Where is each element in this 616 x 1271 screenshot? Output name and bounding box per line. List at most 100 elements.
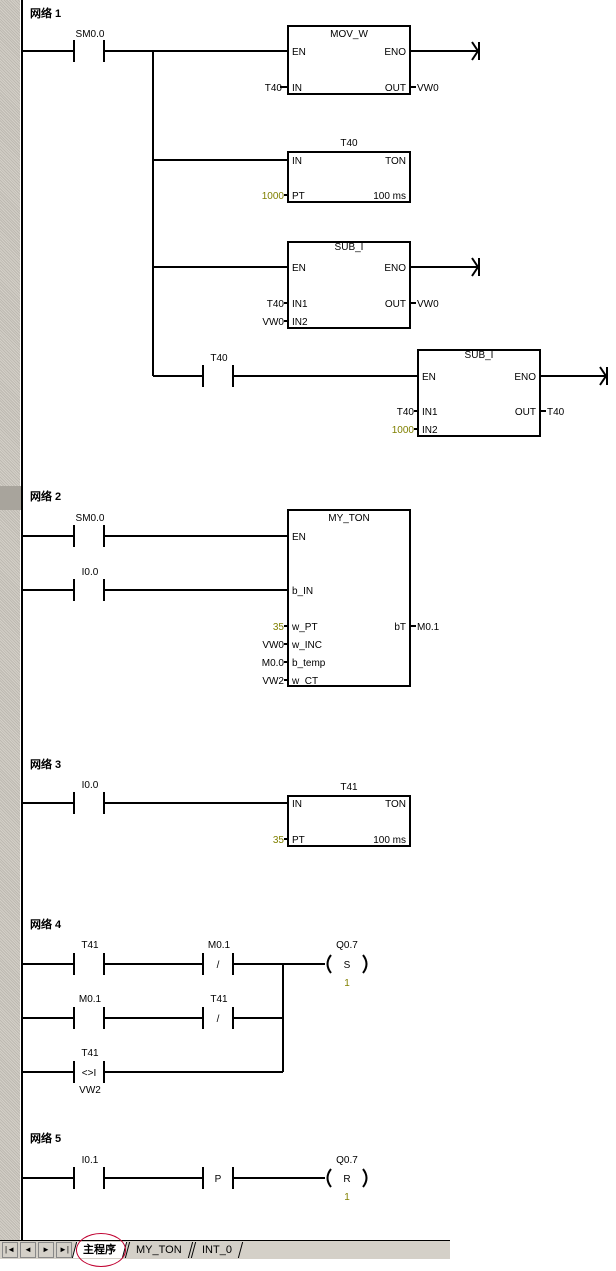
no-contact[interactable] (73, 1167, 105, 1189)
contact-label: I0.0 (82, 567, 99, 578)
network-4-title[interactable]: 网络 4 (30, 917, 62, 931)
next-tab-button[interactable]: ► (38, 1242, 54, 1258)
no-contact[interactable] (73, 579, 105, 601)
operand[interactable]: M0.0 (262, 658, 285, 669)
pin-b-temp: b_temp (292, 658, 326, 669)
contact-label: T40 (210, 353, 228, 364)
operand[interactable]: T40 (397, 407, 415, 418)
coil-label: Q0.7 (336, 1155, 358, 1166)
nc-contact[interactable]: / (202, 1007, 234, 1029)
sub-i-box[interactable]: SUB_I EN ENO IN1 IN2 OUT (417, 349, 541, 437)
timer-label[interactable]: T40 (340, 138, 358, 149)
operand[interactable]: VW0 (417, 299, 439, 310)
operand[interactable]: T40 (265, 83, 283, 94)
contact-label: SM0.0 (76, 513, 105, 524)
first-tab-button[interactable]: |◄ (2, 1242, 18, 1258)
tab-label: INT_0 (201, 1244, 232, 1256)
operand[interactable]: 35 (273, 622, 285, 633)
sub-i-box[interactable]: SUB_I EN ENO IN1 IN2 OUT (287, 241, 411, 329)
tab-int-0[interactable]: INT_0 (190, 1242, 243, 1258)
pin-in: IN (292, 156, 302, 167)
no-contact[interactable] (73, 525, 105, 547)
operand[interactable]: T40 (267, 299, 285, 310)
coil-count[interactable]: 1 (344, 1192, 350, 1203)
tab-label: MY_TON (136, 1244, 182, 1256)
compare-op: <>I (82, 1068, 96, 1079)
pin-in1: IN1 (422, 407, 438, 418)
coil-label: Q0.7 (336, 940, 358, 951)
reset-coil[interactable]: R (326, 1168, 368, 1188)
selected-network-marker (0, 486, 22, 510)
my-ton-box[interactable]: MY_TON EN b_IN w_PT w_INC b_temp w_CT bT (287, 509, 411, 687)
network-1-title[interactable]: 网络 1 (30, 6, 61, 20)
operand[interactable]: VW0 (262, 317, 284, 328)
box-type: TON (385, 799, 406, 810)
contact-label: T41 (81, 940, 99, 951)
last-tab-button[interactable]: ►| (56, 1242, 72, 1258)
pin-b-in: b_IN (292, 586, 313, 597)
prev-tab-button[interactable]: ◄ (20, 1242, 36, 1258)
network-5-title[interactable]: 网络 5 (30, 1131, 61, 1145)
no-contact[interactable] (73, 792, 105, 814)
wire (280, 41, 480, 88)
wire (22, 50, 418, 377)
contact-label: I0.0 (82, 780, 99, 791)
operand[interactable]: VW0 (417, 83, 439, 94)
tab-main-program[interactable]: 主程序 (71, 1242, 128, 1258)
network-2-title[interactable]: 网络 2 (30, 489, 61, 503)
box-title: MY_TON (328, 513, 370, 524)
nc-slash: / (217, 960, 220, 971)
operand[interactable]: M0.1 (417, 622, 440, 633)
network-3-title[interactable]: 网络 3 (30, 757, 61, 771)
pin-en: EN (292, 532, 306, 543)
mov-w-box[interactable]: MOV_W EN ENO IN OUT (287, 25, 411, 95)
operand[interactable]: 35 (273, 835, 285, 846)
pin-out: OUT (385, 83, 406, 94)
pin-pt: PT (292, 835, 305, 846)
set-coil[interactable]: S (326, 954, 368, 974)
coil-op: R (343, 1174, 350, 1185)
box-title: MOV_W (330, 29, 368, 40)
contact-label: I0.1 (82, 1155, 99, 1166)
pin-pt: PT (292, 191, 305, 202)
no-contact[interactable] (73, 953, 105, 975)
wire (22, 963, 325, 1073)
box-title: SUB_I (335, 242, 364, 253)
pin-eno: ENO (384, 47, 406, 58)
timer-label[interactable]: T41 (340, 782, 358, 793)
pin-in: IN (292, 799, 302, 810)
pin-en: EN (422, 372, 436, 383)
contact-label: T41 (81, 1048, 99, 1059)
pin-eno: ENO (384, 263, 406, 274)
operand[interactable]: 1000 (262, 191, 285, 202)
ton-box[interactable]: IN TON PT 100 ms (287, 151, 411, 203)
wire (22, 535, 416, 681)
ton-box[interactable]: IN TON PT 100 ms (287, 795, 411, 847)
pin-bt: bT (394, 622, 406, 633)
pin-w-ct: w_CT (291, 676, 318, 687)
nc-contact[interactable]: / (202, 953, 234, 975)
pin-out: OUT (515, 407, 536, 418)
no-contact[interactable] (73, 1007, 105, 1029)
operand[interactable]: VW2 (262, 676, 284, 687)
wire (284, 257, 480, 322)
coil-count[interactable]: 1 (344, 978, 350, 989)
no-contact[interactable] (202, 365, 234, 387)
timebase: 100 ms (373, 835, 406, 846)
contact-label: M0.1 (208, 940, 231, 951)
contact-label: M0.1 (79, 994, 102, 1005)
positive-edge-contact[interactable]: P (202, 1167, 234, 1189)
operand[interactable]: 1000 (392, 425, 415, 436)
contact-label: T41 (210, 994, 228, 1005)
pin-w-pt: w_PT (291, 622, 318, 633)
pin-out: OUT (385, 299, 406, 310)
operand[interactable]: T40 (547, 407, 565, 418)
ladder-editor[interactable]: 网络 1 SM0.0 MOV_W EN ENO IN OUT T40 VW0 T… (0, 0, 616, 1240)
contact-label: VW2 (79, 1085, 101, 1096)
operand[interactable]: VW0 (262, 640, 284, 651)
no-contact[interactable] (73, 40, 105, 62)
compare-contact[interactable]: <>I (73, 1061, 105, 1083)
tab-my-ton[interactable]: MY_TON (124, 1242, 193, 1258)
pin-en: EN (292, 47, 306, 58)
box-title: SUB_I (465, 350, 494, 361)
